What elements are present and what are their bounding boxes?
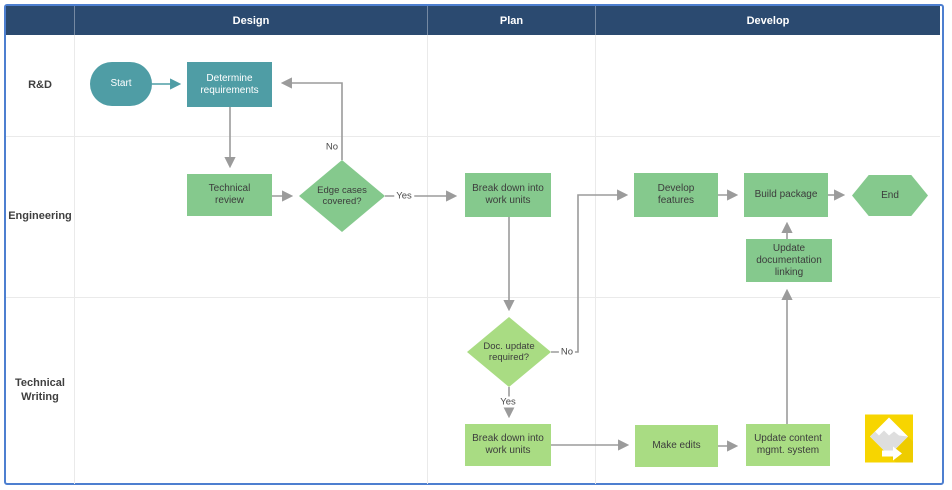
lane-divider-vertical (595, 35, 596, 484)
lane-divider-vertical (74, 35, 75, 484)
node-determine-requirements[interactable]: Determine requirements (187, 62, 272, 107)
node-develop-features[interactable]: Develop features (634, 173, 718, 217)
lane-header-corner (6, 6, 74, 35)
node-technical-review[interactable]: Technical review (187, 174, 272, 216)
lane-header-plan: Plan (427, 6, 595, 35)
node-end[interactable]: End (852, 175, 928, 216)
lane-header-develop: Develop (595, 6, 940, 35)
row-label-rd: R&D (28, 78, 52, 91)
edge-label-yes: Yes (394, 190, 414, 202)
edge-label-no: No (323, 141, 341, 153)
lane-divider-horizontal (6, 136, 940, 137)
node-update-documentation-linking[interactable]: Update documentation linking (746, 239, 832, 282)
node-build-package[interactable]: Build package (744, 173, 828, 217)
row-label-technical-writing: Technical Writing (15, 376, 65, 403)
lane-divider-horizontal (6, 297, 940, 298)
node-start[interactable]: Start (90, 62, 152, 106)
node-break-down-work-units-tw[interactable]: Break down into work units (465, 424, 551, 466)
node-break-down-work-units-eng[interactable]: Break down into work units (465, 173, 551, 217)
node-update-content-mgmt-system[interactable]: Update content mgmt. system (746, 424, 830, 466)
node-make-edits[interactable]: Make edits (635, 425, 718, 467)
edge-label-yes: Yes (498, 396, 518, 408)
lane-header-design: Design (74, 6, 427, 35)
edge-label-no: No (558, 346, 576, 358)
yed-logo-icon[interactable] (865, 414, 913, 463)
lane-divider-vertical (427, 35, 428, 484)
row-label-engineering: Engineering (8, 209, 72, 222)
